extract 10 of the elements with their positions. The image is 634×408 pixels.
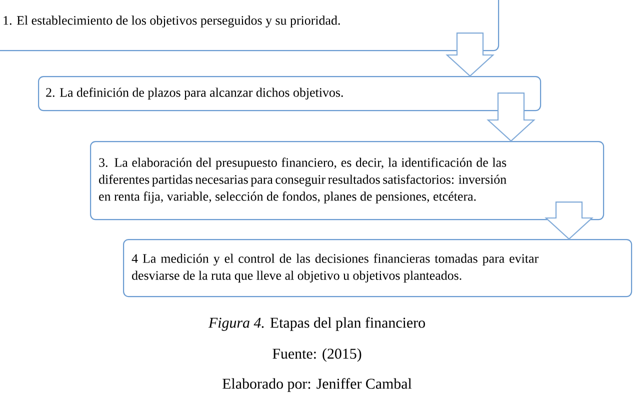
block-arrow	[446, 32, 494, 77]
process-box: 3. La elaboración del presupuesto financiero, es decir, la identificación de las diferentes partidas necesarias para conseguir resultados satisfactorios: inversión en renta fija, variable, selección de fondos, planes de pensiones, etcétera.	[90, 141, 604, 220]
source-note: Fuente: (2015)	[272, 348, 362, 362]
process-box: 2. La definición de plazos para alcanzar dichos objetivos.	[38, 76, 542, 112]
figure-caption: Figura 4. Etapas del plan financiero	[208, 317, 425, 331]
process-box: 4 La medición y el control de las decisiones financieras tomadas para evitar desviarse de la ruta que lleve al objetivo u objetivos planteados.	[123, 239, 632, 298]
process-box: 1. El establecimiento de los objetivos perseguidos y su prioridad.	[0, 0, 500, 52]
source-note: Elaborado por: Jeniffer Cambal	[222, 378, 412, 392]
block-arrow	[544, 202, 594, 240]
block-arrow	[486, 92, 536, 142]
